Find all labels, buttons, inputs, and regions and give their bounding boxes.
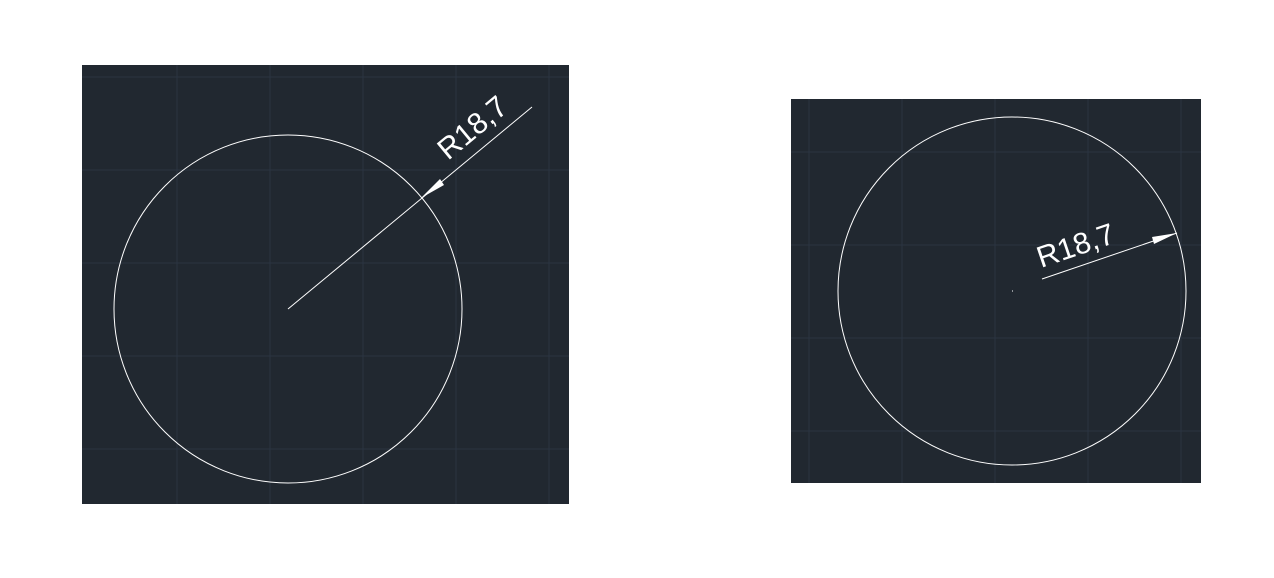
circle-left[interactable] xyxy=(113,134,463,484)
circle-right[interactable] xyxy=(837,116,1187,466)
radius-dimension-text-left[interactable]: R18,7 xyxy=(431,90,514,166)
grid xyxy=(82,65,569,504)
cad-viewport-right[interactable]: R18,7 xyxy=(791,99,1201,483)
cad-viewport-left[interactable]: R18,7 xyxy=(82,65,569,504)
grid xyxy=(791,99,1201,483)
radius-dimension-text-right[interactable]: R18,7 xyxy=(1033,218,1119,275)
drawing-canvas-right[interactable]: R18,7 xyxy=(791,99,1201,483)
dimension-arrow-left xyxy=(421,179,444,198)
drawing-canvas-left[interactable]: R18,7 xyxy=(82,65,569,504)
radius-dimension-line-left[interactable] xyxy=(287,106,533,310)
dimension-arrow-right xyxy=(1152,233,1177,244)
